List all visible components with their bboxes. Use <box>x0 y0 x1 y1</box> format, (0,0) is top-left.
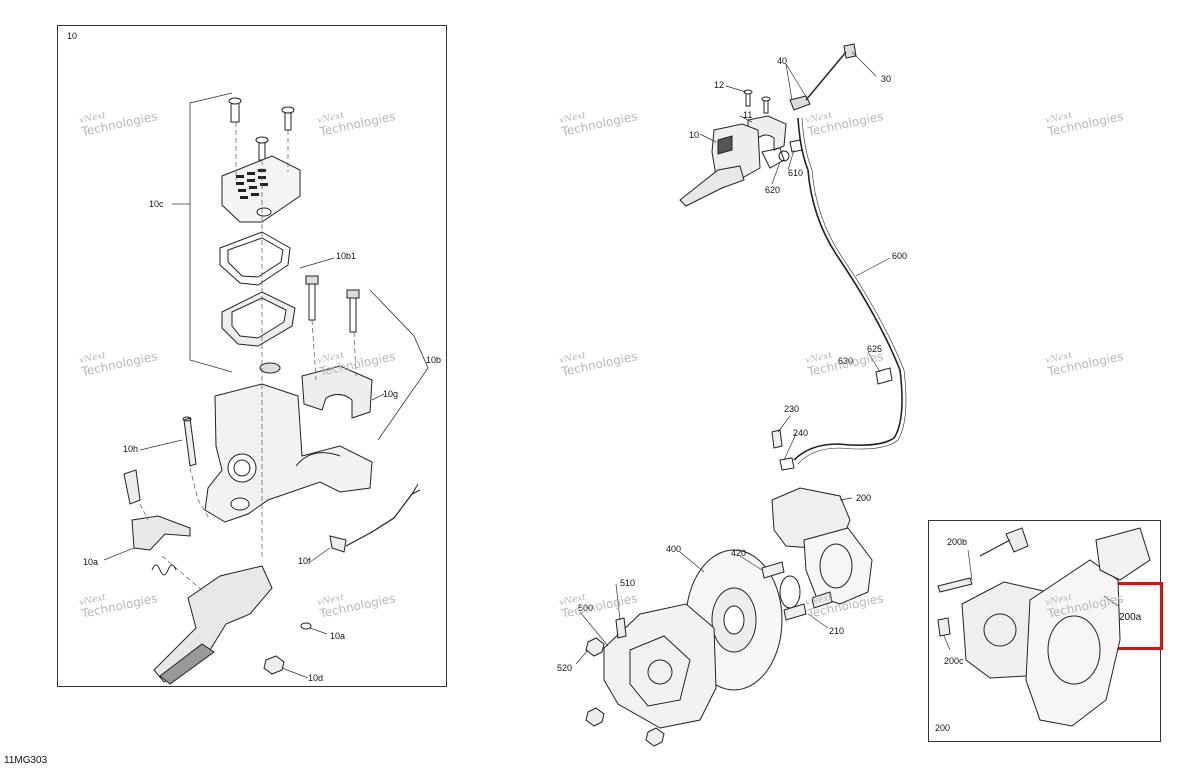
screw-top-1 <box>228 97 242 123</box>
callout-400[interactable]: 400 <box>666 544 682 554</box>
reservoir-cover <box>221 155 301 223</box>
screw-left <box>123 469 141 505</box>
bolt-420 <box>761 561 785 579</box>
callout-630[interactable]: 630 <box>838 356 854 366</box>
nut-520 <box>585 637 605 657</box>
seal-ring <box>259 362 281 374</box>
diagram-id: 11MG303 <box>4 755 48 766</box>
brake-hose-600 <box>793 117 903 461</box>
screw-12-a <box>743 89 753 107</box>
callout-210[interactable]: 210 <box>829 626 845 636</box>
callout-10g[interactable]: 10g <box>383 389 399 399</box>
washer-240 <box>779 457 795 471</box>
callout-30[interactable]: 30 <box>881 74 892 84</box>
callout-620[interactable]: 620 <box>765 185 781 195</box>
callout-610[interactable]: 610 <box>788 168 804 178</box>
master-cylinder-panel <box>57 25 447 687</box>
screw-top-3 <box>255 136 269 161</box>
disc-guard-500 <box>603 603 717 729</box>
callout-200a[interactable]: 200a <box>1119 612 1142 623</box>
callout-200c[interactable]: 200c <box>944 656 964 666</box>
callout-10a-lower[interactable]: 10a <box>330 631 346 641</box>
clip-10a <box>300 622 312 630</box>
inset-bleed-200c <box>937 617 951 637</box>
hose-fitting-40 <box>789 95 811 111</box>
callout-10[interactable]: 10 <box>689 130 700 140</box>
callout-600[interactable]: 600 <box>892 251 908 261</box>
callout-520[interactable]: 520 <box>557 663 573 673</box>
callout-10a-upper[interactable]: 10a <box>83 557 99 567</box>
callout-240[interactable]: 240 <box>793 428 809 438</box>
pivot-bracket <box>131 515 191 551</box>
bolt-10b-2 <box>346 289 360 333</box>
callout-500[interactable]: 500 <box>578 603 594 613</box>
washer-620 <box>778 150 790 162</box>
callout-200b[interactable]: 200b <box>947 537 968 547</box>
callout-625[interactable]: 625 <box>867 344 883 354</box>
master-cylinder-body <box>204 383 373 523</box>
screw-12-b <box>761 96 771 114</box>
hose-fitting-30 <box>843 43 857 59</box>
handlebar-lever <box>679 165 745 207</box>
nut-10d <box>263 655 285 675</box>
clip-625-630 <box>875 367 893 385</box>
inset-pad-200b <box>1005 527 1029 553</box>
caliper-bracket <box>803 527 873 605</box>
o-ring-420 <box>779 575 801 609</box>
bolt-510 <box>615 617 627 639</box>
gasket-10b1 <box>219 231 291 286</box>
bolt-10b-1 <box>305 275 319 321</box>
callout-10h[interactable]: 10h <box>123 444 139 454</box>
callout-10d[interactable]: 10d <box>308 673 324 683</box>
callout-420[interactable]: 420 <box>731 548 747 558</box>
callout-230[interactable]: 230 <box>784 404 800 414</box>
spring <box>151 564 177 576</box>
callout-10c[interactable]: 10c <box>149 199 164 209</box>
callout-200[interactable]: 200 <box>856 493 872 503</box>
switch-10f <box>329 535 347 553</box>
pin-10h <box>183 417 197 467</box>
callout-12[interactable]: 12 <box>714 80 725 90</box>
panel-label-10: 10 <box>67 31 78 41</box>
clamp-10g <box>301 365 373 419</box>
callout-11[interactable]: 11 <box>743 110 753 120</box>
callout-10f[interactable]: 10f <box>298 556 311 566</box>
callout-10b1[interactable]: 10b1 <box>336 251 357 261</box>
panel-label-200: 200 <box>935 723 951 733</box>
hose-clip-610 <box>789 139 803 153</box>
bleed-screw-230 <box>771 429 783 449</box>
screw-top-2 <box>281 106 295 131</box>
inset-pad <box>1095 527 1151 581</box>
brake-lever <box>153 565 273 683</box>
callout-510[interactable]: 510 <box>620 578 636 588</box>
callout-10b[interactable]: 10b <box>426 355 442 365</box>
bolt-210 <box>783 603 807 621</box>
callout-40[interactable]: 40 <box>777 56 788 66</box>
inset-pin <box>937 577 973 593</box>
